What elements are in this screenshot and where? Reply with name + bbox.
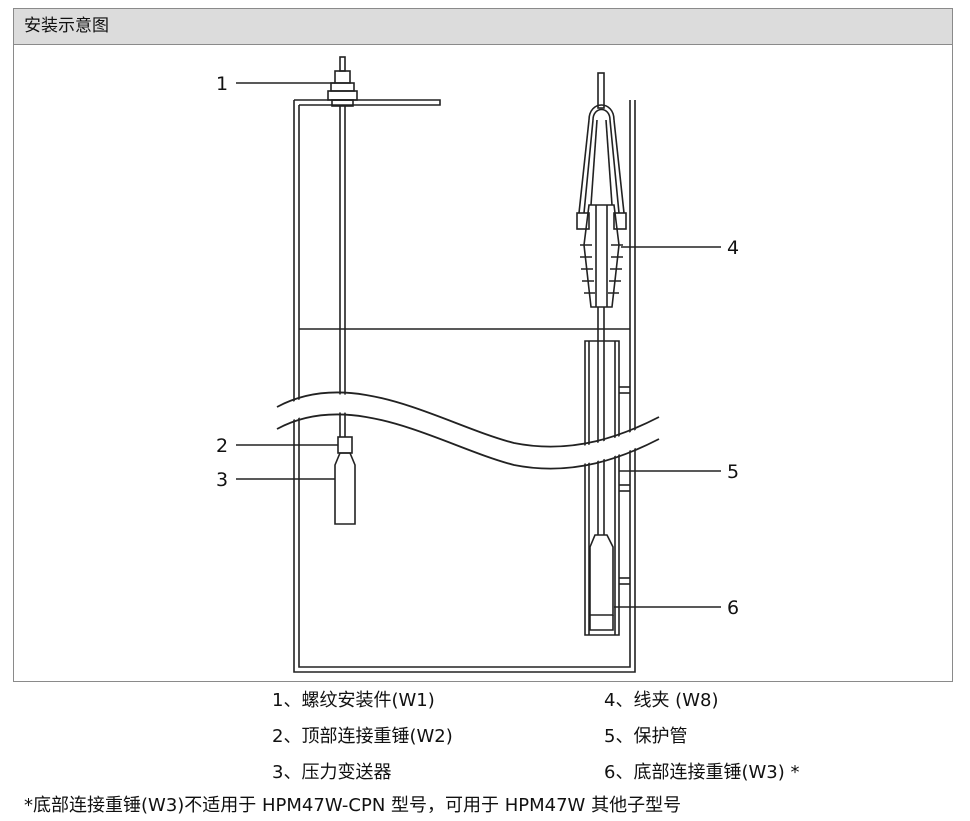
pressure-transmitter xyxy=(334,452,356,525)
top-connection-weight xyxy=(337,436,353,454)
cable-clamp xyxy=(576,104,627,308)
callout-3: 3 xyxy=(216,469,228,491)
legend-item-4: 4、线夹 (W8) xyxy=(604,690,719,711)
callout-5: 5 xyxy=(727,461,739,483)
legend-item-6: 6、底部连接重锤(W3) * xyxy=(604,762,800,783)
footnote: *底部连接重锤(W3)不适用于 HPM47W-CPN 型号，可用于 HPM47W… xyxy=(24,795,682,816)
callout-1: 1 xyxy=(216,73,228,95)
right-cable xyxy=(597,307,605,535)
panel-title: 安装示意图 xyxy=(24,16,109,36)
installation-diagram-panel: 安装示意图 xyxy=(13,8,953,682)
legend-item-3: 3、压力变送器 xyxy=(272,762,392,783)
legend-item-1: 1、螺纹安装件(W1) xyxy=(272,690,435,711)
threaded-mounting-fitting xyxy=(327,56,358,107)
installation-drawing: 1 2 3 4 5 6 xyxy=(216,56,739,673)
leader-lines xyxy=(236,82,721,608)
callout-6: 6 xyxy=(727,597,739,619)
callout-2: 2 xyxy=(216,435,228,457)
tank-outline xyxy=(293,99,636,673)
protection-tube xyxy=(584,340,630,636)
legend-item-5: 5、保护管 xyxy=(604,726,688,747)
bottom-connection-weight xyxy=(589,534,614,631)
legend-item-2: 2、顶部连接重锤(W2) xyxy=(272,726,453,747)
panel-header: 安装示意图 xyxy=(14,9,952,45)
callout-4: 4 xyxy=(727,237,739,259)
transmitter-cable xyxy=(339,106,346,437)
hanging-rod xyxy=(597,72,605,109)
break-band xyxy=(276,391,660,470)
